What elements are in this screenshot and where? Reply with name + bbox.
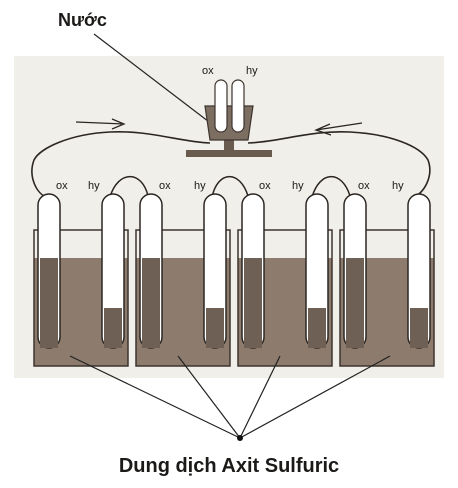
- center-tube-ox: [215, 80, 227, 132]
- center-vessel: [205, 106, 253, 140]
- electrode-tube-hy-fill: [308, 308, 326, 348]
- beaker-4-ox-label: ox: [358, 180, 370, 192]
- center-tube-left-label: ox: [202, 65, 214, 77]
- beaker-3-ox-label: ox: [259, 180, 271, 192]
- beaker-3-hy-label: hy: [292, 180, 304, 192]
- acid-pointer-node: [237, 435, 243, 441]
- center-tube-hy: [232, 80, 244, 132]
- beaker-2-hy-label: hy: [194, 180, 206, 192]
- electrode-tube-ox-fill: [244, 258, 262, 348]
- electrode-tube-ox-fill: [346, 258, 364, 348]
- electrode-tube-ox-fill: [142, 258, 160, 348]
- acid-label: Dung dịch Axit Sulfuric: [119, 455, 339, 477]
- water-label: Nước: [58, 10, 107, 30]
- beaker-1-ox-label: ox: [56, 180, 68, 192]
- center-stand-post: [224, 140, 234, 151]
- center-tube-right-label: hy: [246, 65, 258, 77]
- center-stand-base: [186, 150, 272, 157]
- beaker-1-hy-label: hy: [88, 180, 100, 192]
- electrode-tube-hy-fill: [104, 308, 122, 348]
- electrode-tube-hy-fill: [410, 308, 428, 348]
- electrode-tube-hy-fill: [206, 308, 224, 348]
- beaker-2-ox-label: ox: [159, 180, 171, 192]
- electrode-tube-ox-fill: [40, 258, 58, 348]
- beaker-4-hy-label: hy: [392, 180, 404, 192]
